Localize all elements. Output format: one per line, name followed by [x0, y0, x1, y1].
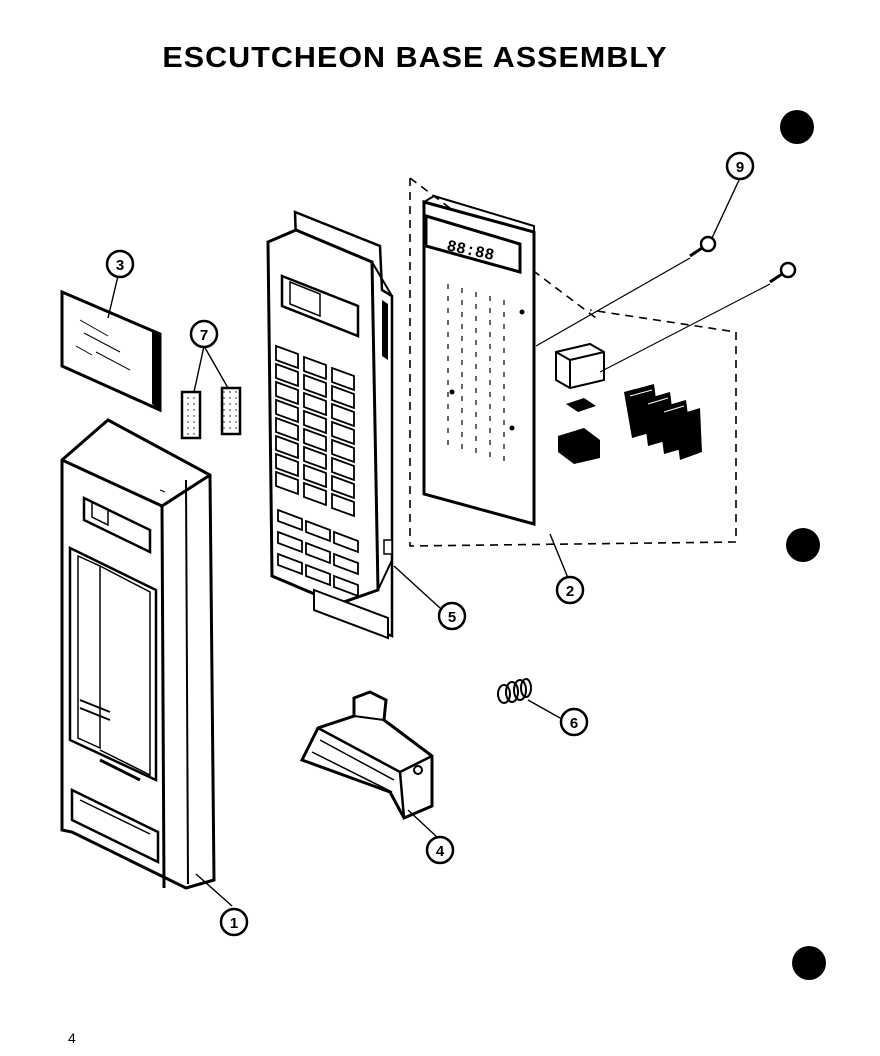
keypad-key	[333, 574, 359, 598]
page-title: ESCUTCHEON BASE ASSEMBLY	[162, 42, 668, 74]
keypad-key	[303, 481, 327, 507]
keypad-key	[303, 391, 327, 417]
keypad-key	[331, 402, 355, 428]
keypad-key	[275, 398, 299, 424]
leader-lines	[107, 177, 741, 907]
svg-text:3: 3	[116, 257, 124, 274]
keypad-key	[277, 552, 303, 576]
keypad-key	[275, 344, 299, 370]
keypad-key	[331, 438, 355, 464]
keypad-key	[303, 445, 327, 471]
keypad-key	[331, 384, 355, 410]
keypad-key	[331, 474, 355, 500]
keypad-key	[331, 492, 355, 518]
svg-text:9: 9	[736, 159, 744, 176]
callout-9: 9	[725, 151, 755, 181]
keypad-key	[331, 420, 355, 446]
keypad-key	[305, 563, 331, 587]
binder-hole-middle	[786, 528, 820, 562]
callout-2: 2	[555, 575, 585, 605]
svg-text:6: 6	[570, 715, 578, 732]
part-escutcheon-frame	[60, 418, 216, 890]
keypad-key	[303, 463, 327, 489]
svg-text:5: 5	[448, 609, 456, 626]
page-number: 4	[68, 1030, 76, 1046]
callout-3: 3	[105, 249, 135, 279]
callout-7: 7	[189, 319, 219, 349]
part-window-glass	[60, 289, 162, 413]
keypad-key	[331, 366, 355, 392]
keypad-key	[305, 519, 331, 543]
part-spacer-blocks	[180, 386, 242, 440]
callout-6: 6	[559, 707, 589, 737]
keypad-key	[333, 552, 359, 576]
board-traces	[447, 284, 505, 461]
svg-text:2: 2	[566, 583, 574, 600]
callout-4: 4	[425, 835, 455, 865]
keypad-key	[305, 541, 331, 565]
keypad-key	[277, 530, 303, 554]
part-latch-lever	[299, 690, 434, 820]
keypad-key	[275, 380, 299, 406]
svg-text:4: 4	[436, 843, 445, 860]
part-pc-board-group: 88:88	[409, 177, 737, 547]
keypad-key	[277, 508, 303, 532]
part-control-panel	[266, 210, 394, 640]
keypad-key	[333, 530, 359, 554]
keypad-key	[303, 427, 327, 453]
keypad-key	[331, 456, 355, 482]
callout-1: 1	[219, 907, 249, 937]
keypad-buttons	[275, 344, 359, 598]
callout-5: 5	[437, 601, 467, 631]
svg-text:1: 1	[230, 915, 238, 932]
keypad-key	[275, 470, 299, 496]
svg-text:7: 7	[200, 327, 208, 344]
keypad-key	[275, 362, 299, 388]
keypad-key	[303, 373, 327, 399]
part-spring	[497, 678, 532, 704]
binder-hole-bottom	[792, 946, 826, 980]
keypad-key	[275, 434, 299, 460]
keypad-key	[275, 452, 299, 478]
binder-hole-top	[780, 110, 814, 144]
keypad-key	[303, 355, 327, 381]
part-screws	[535, 235, 797, 373]
keypad-key	[275, 416, 299, 442]
keypad-key	[303, 409, 327, 435]
